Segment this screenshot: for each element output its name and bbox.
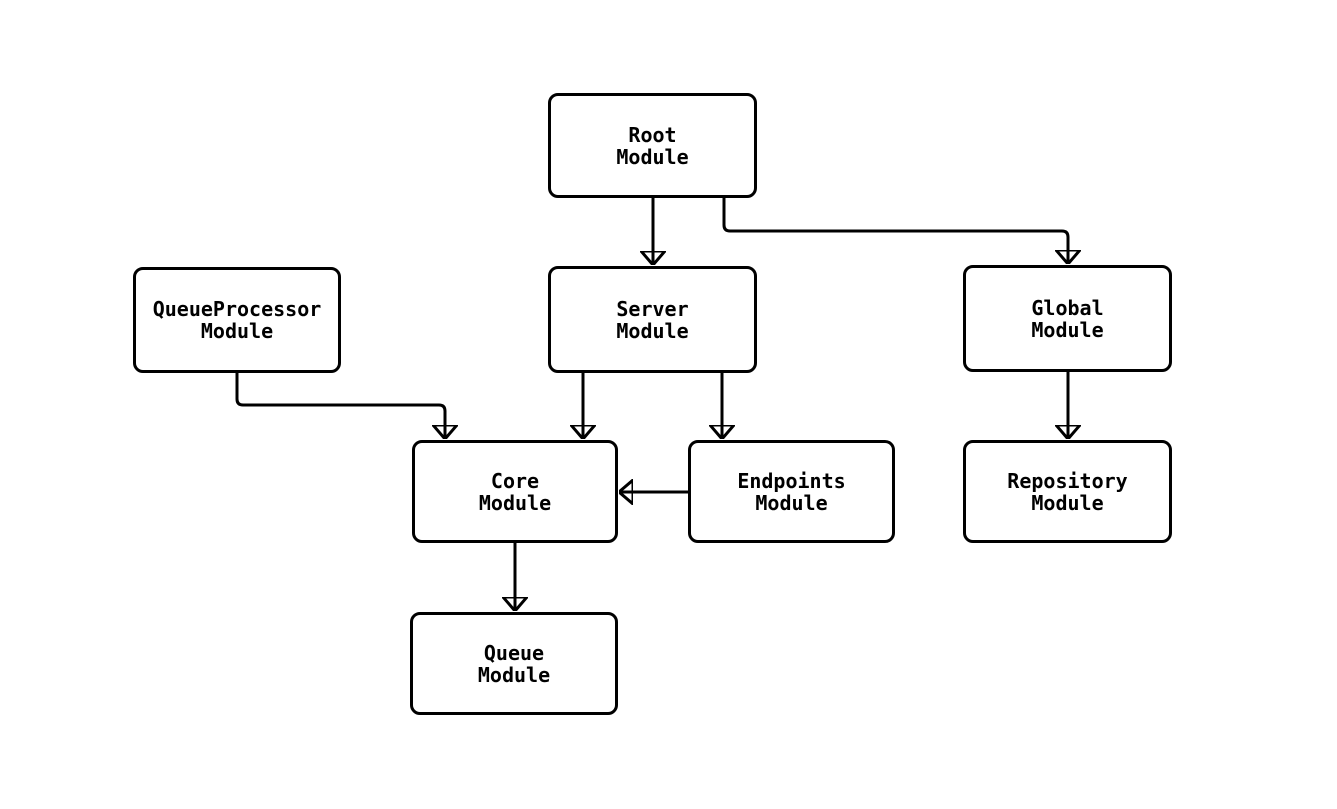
node-label-line: Server — [616, 296, 689, 321]
node-label-line: Module — [1031, 490, 1104, 515]
node-label-line: QueueProcessor — [152, 297, 322, 321]
node-label-line: Root — [628, 122, 677, 147]
node-label-line: Module — [1031, 317, 1104, 342]
node-label-line: Queue — [483, 640, 545, 665]
node-label-line: Module — [200, 319, 274, 343]
node-label-line: Global — [1031, 295, 1104, 320]
node-server-module: Server Module — [548, 266, 757, 373]
node-label-line: Core — [490, 468, 540, 493]
node-queueprocessor-module: QueueProcessor Module — [133, 267, 341, 373]
node-repository-module: Repository Module — [963, 440, 1172, 543]
node-label-line: Module — [477, 662, 551, 687]
node-core-module: Core Module — [412, 440, 618, 543]
node-label-line: Module — [478, 490, 552, 515]
node-label-line: Module — [755, 490, 828, 515]
edge-root-module-to-global-module — [722, 198, 1068, 263]
node-label-line: Endpoints — [737, 468, 846, 493]
node-root-module: Root Module — [548, 93, 757, 198]
node-global-module: Global Module — [963, 265, 1172, 372]
node-queue-module: Queue Module — [410, 612, 618, 715]
node-endpoints-module: Endpoints Module — [688, 440, 895, 543]
node-label-line: Module — [616, 144, 689, 169]
node-label-line: Module — [616, 318, 689, 343]
node-label-line: Repository — [1007, 468, 1128, 493]
edge-queueprocessor-module-to-core-module — [235, 373, 445, 438]
